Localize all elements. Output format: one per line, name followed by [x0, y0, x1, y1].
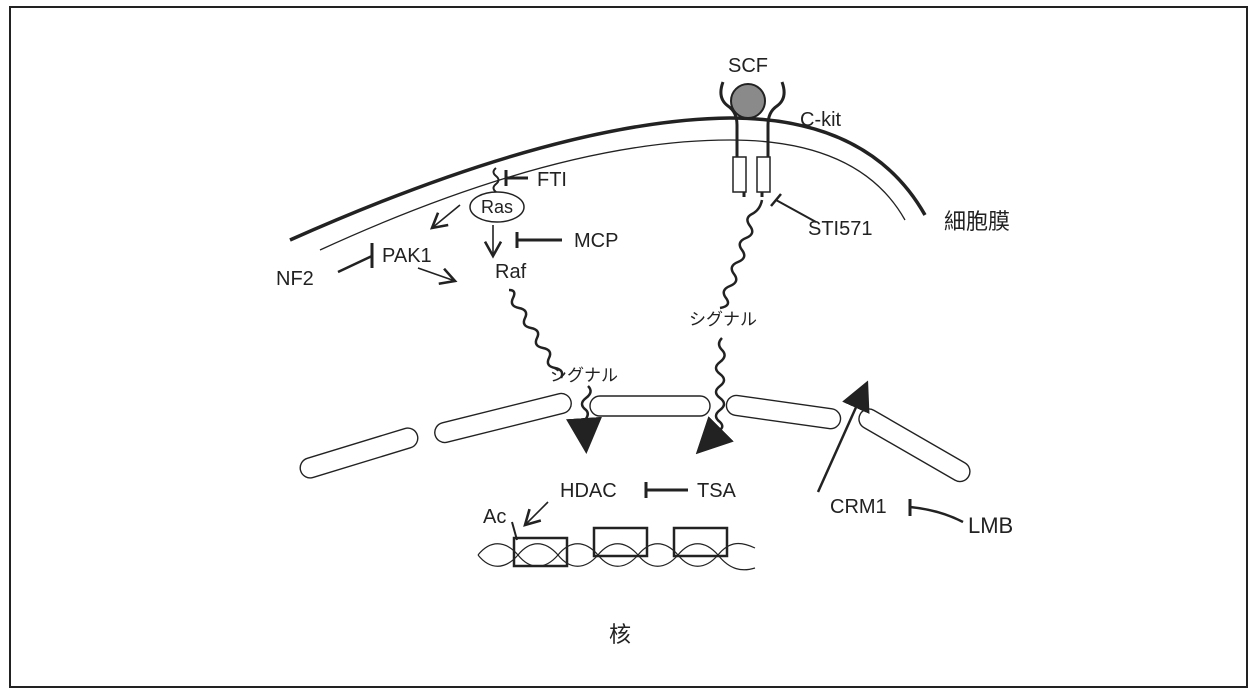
cell-membrane-label: 細胞膜: [944, 210, 1010, 235]
hdac-label: HDAC: [560, 480, 617, 502]
nucleus-label: 核: [609, 623, 631, 648]
hdac-to-ac-arrow: [525, 502, 548, 525]
tsa-label: TSA: [697, 480, 737, 502]
nucleosome-3: [674, 528, 727, 556]
receptor-signal-squiggle-lower: [716, 338, 725, 432]
tsa-inhibition: [646, 482, 688, 498]
ras-to-pak1-arrow: [432, 205, 460, 228]
pak1-to-raf-arrow: [418, 268, 455, 281]
raf-signal-squiggle: [509, 290, 562, 378]
nf2-label: NF2: [276, 268, 314, 290]
signal-right-label: シグナル: [689, 310, 757, 330]
sti571-label: STI571: [808, 218, 872, 240]
ac-label: Ac: [483, 506, 506, 528]
signal-left-label: シグナル: [550, 366, 618, 386]
mcp-label: MCP: [574, 230, 618, 252]
nuclear-membrane: [298, 391, 974, 485]
lmb-inhibition: [910, 499, 963, 522]
left-signal-arrow: [584, 418, 586, 448]
figure-frame: [10, 7, 1247, 687]
receptor-signal-squiggle-upper: [720, 200, 762, 308]
raf-label: Raf: [495, 261, 527, 283]
nucleosome-1: [514, 538, 567, 566]
scf-label: SCF: [728, 55, 768, 77]
mcp-inhibition: [517, 232, 562, 248]
left-signal-squiggle-lower: [582, 386, 591, 420]
receptor-signal-arrow: [700, 430, 720, 450]
pak1-label: PAK1: [382, 245, 432, 267]
crm1-label: CRM1: [830, 496, 887, 518]
ras-label: Ras: [481, 197, 513, 217]
lmb-label: LMB: [968, 513, 1013, 538]
scf-ligand: [731, 84, 765, 118]
ckit-label: C-kit: [800, 109, 842, 131]
nucleosome-2: [594, 528, 647, 556]
fti-label: FTI: [537, 169, 567, 191]
crm1-export-arrow: [818, 385, 866, 492]
nf2-inhibition: [338, 243, 372, 272]
ras-anchor-squiggle: [494, 168, 499, 192]
